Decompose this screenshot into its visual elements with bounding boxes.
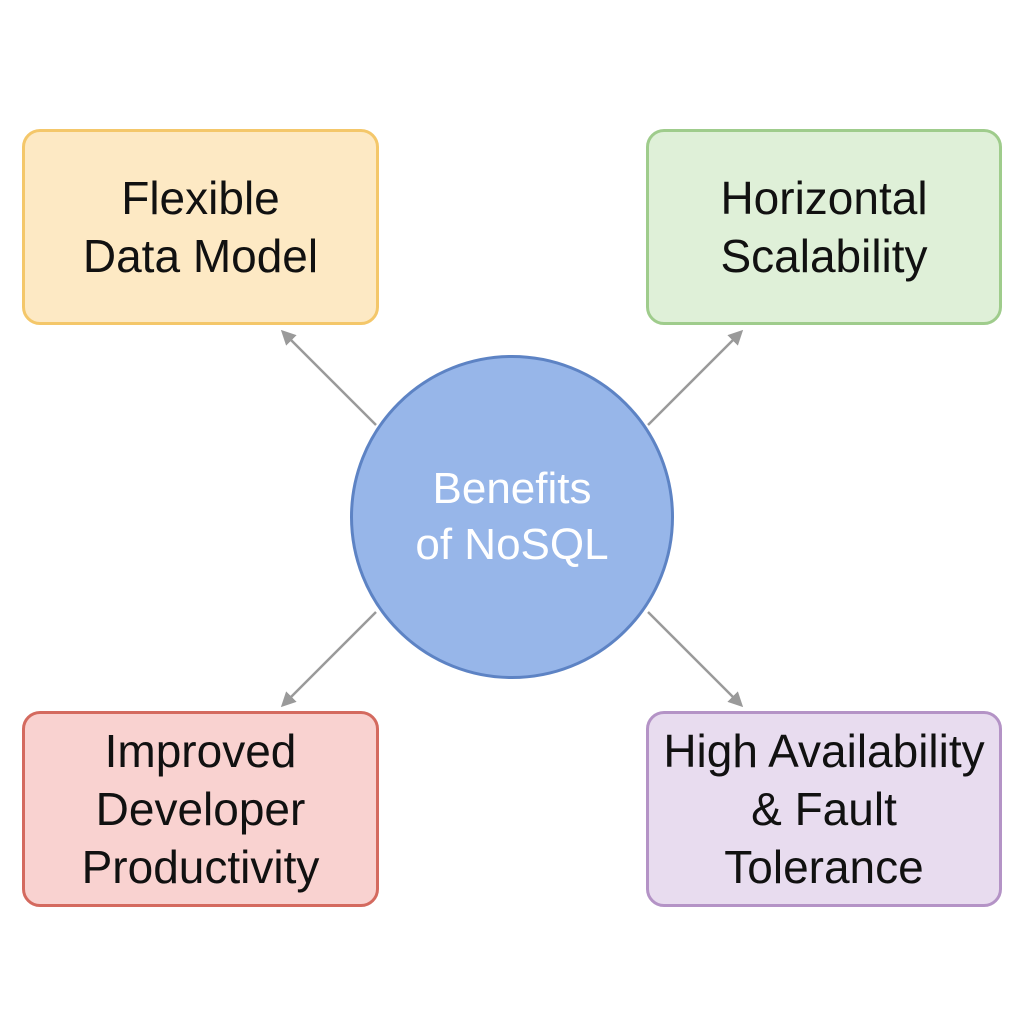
- benefit-label-line: Scalability: [720, 230, 928, 282]
- center-label-line: of NoSQL: [415, 520, 609, 569]
- benefit-label-line: Flexible: [121, 172, 280, 224]
- benefit-label-line: Productivity: [81, 841, 320, 893]
- benefit-box-high-availability-fault-tolerance: High Availability & Fault Tolerance: [646, 711, 1002, 907]
- center-node-label: Benefits of NoSQL: [415, 461, 608, 573]
- benefit-label-line: Improved: [104, 725, 297, 777]
- benefit-label-line: & Fault: [751, 783, 897, 835]
- benefit-box-flexible-data-model: Flexible Data Model: [22, 129, 379, 325]
- center-label-line: Benefits: [432, 464, 592, 513]
- benefit-label: High Availability & Fault Tolerance: [663, 722, 984, 896]
- arrow-to-high-availability-fault-tolerance: [647, 611, 744, 708]
- benefit-label-line: Data Model: [82, 230, 319, 282]
- benefit-label-line: Developer: [95, 783, 306, 835]
- benefit-label: Improved Developer Productivity: [82, 722, 320, 896]
- center-node-benefits-of-nosql: Benefits of NoSQL: [350, 355, 674, 679]
- arrow-to-improved-developer-productivity: [280, 611, 377, 708]
- benefit-label-line: Tolerance: [724, 841, 924, 893]
- benefit-label-line: High Availability: [663, 725, 985, 777]
- benefit-label: Horizontal Scalability: [720, 169, 927, 285]
- benefit-label: Flexible Data Model: [83, 169, 318, 285]
- benefit-box-improved-developer-productivity: Improved Developer Productivity: [22, 711, 379, 907]
- benefit-label-line: Horizontal: [720, 172, 928, 224]
- arrow-to-flexible-data-model: [280, 329, 377, 426]
- arrow-to-horizontal-scalability: [647, 329, 744, 426]
- benefit-box-horizontal-scalability: Horizontal Scalability: [646, 129, 1002, 325]
